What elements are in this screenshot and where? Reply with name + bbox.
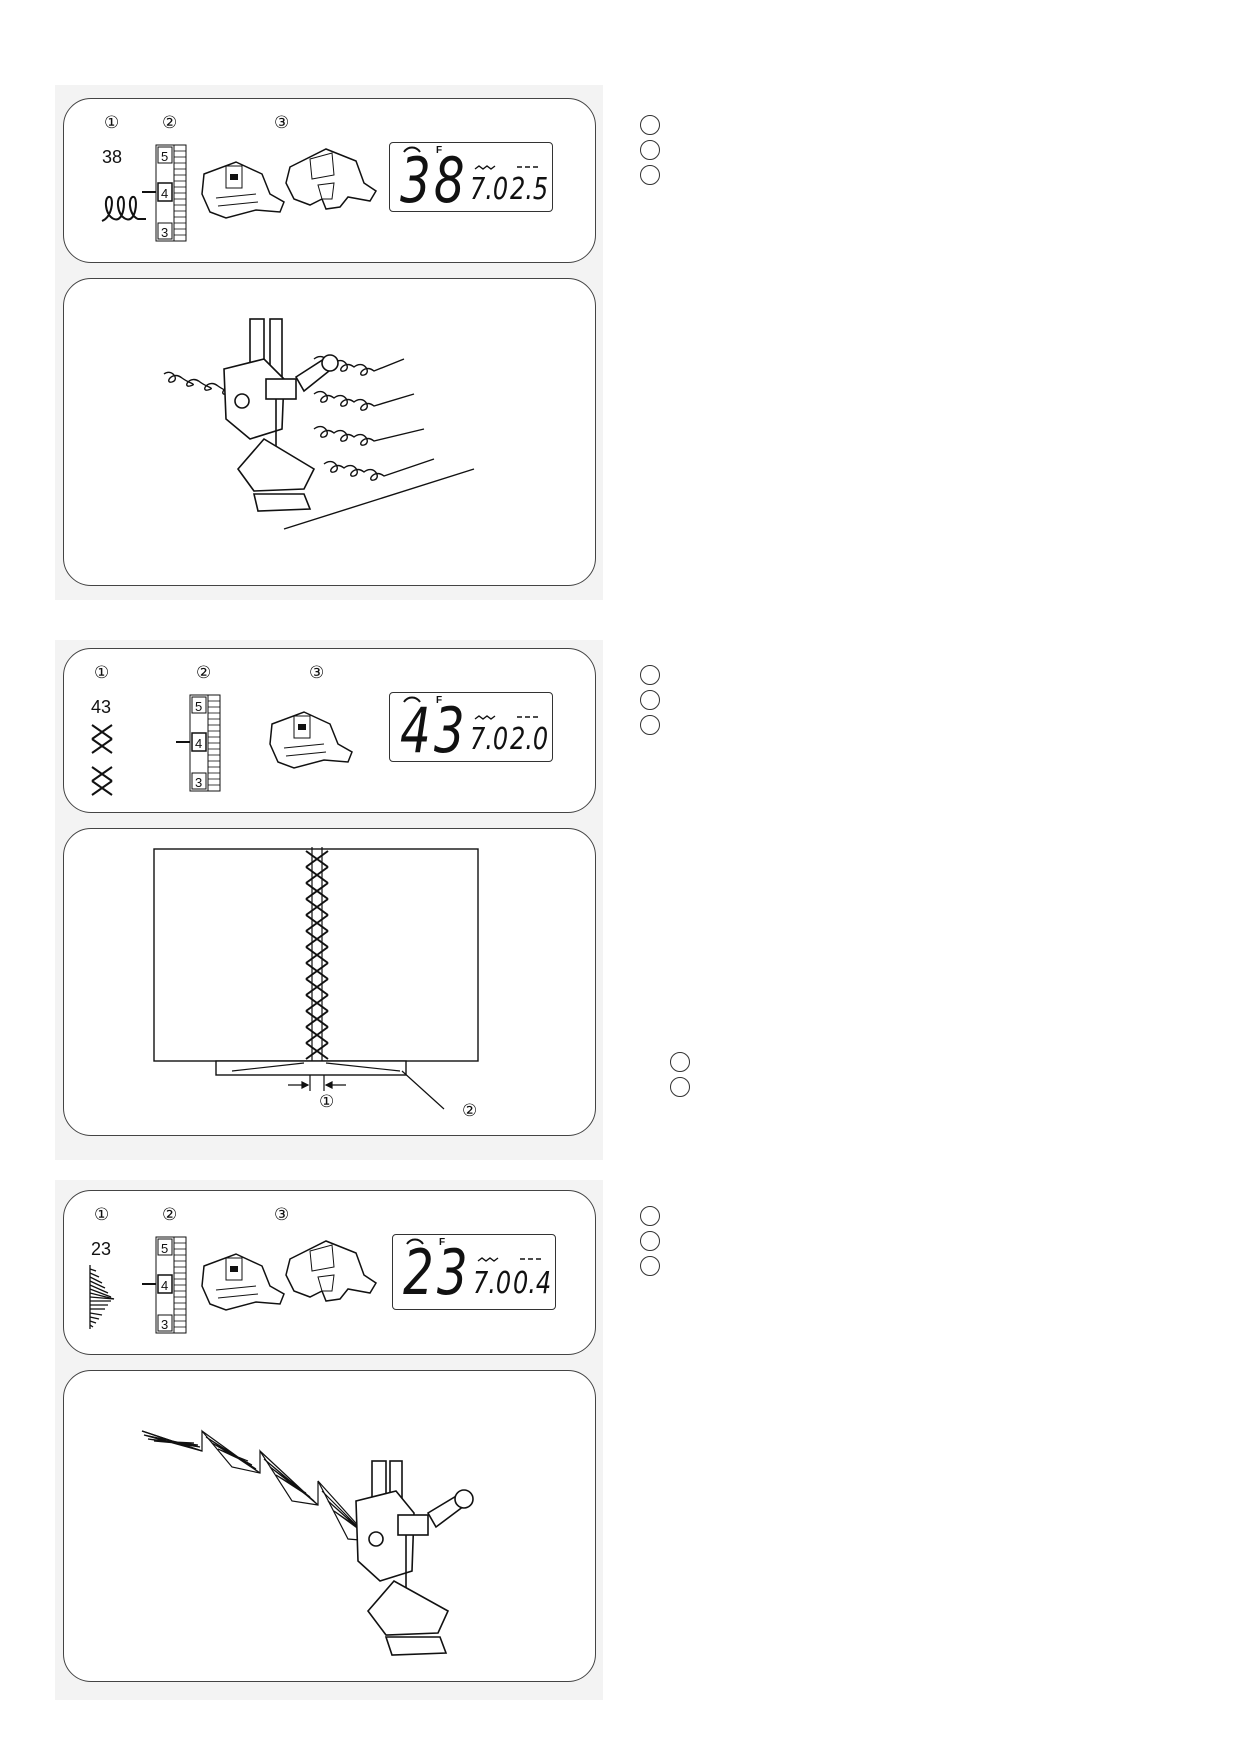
loop-stitch-icon bbox=[101, 196, 146, 222]
dial-label-4: 4 bbox=[161, 1278, 169, 1293]
settings-panel-1: ① ② ③ 38 5 4 3 F 38 bbox=[63, 98, 596, 263]
width-icon bbox=[474, 715, 496, 720]
lcd-stitch-length: 0.4 bbox=[513, 1266, 552, 1301]
lcd-needle-icon bbox=[403, 696, 421, 703]
width-icon bbox=[477, 1257, 499, 1262]
lcd-display: F 23 7.0 0.4 bbox=[392, 1234, 556, 1310]
dial-label-5: 5 bbox=[161, 1241, 169, 1256]
figure-callout-2: ② bbox=[462, 1101, 478, 1121]
figure-callout-1: ① bbox=[319, 1092, 335, 1112]
callout-2: ② bbox=[162, 1205, 178, 1225]
lcd-stitch-length: 2.5 bbox=[510, 172, 549, 207]
illustration-panel-2: ① ② bbox=[63, 828, 596, 1136]
callout-1: ① bbox=[94, 1205, 110, 1225]
settings-panel-3: ① ② ③ 23 5 4 3 bbox=[63, 1190, 596, 1355]
cross-stitch-icon bbox=[91, 724, 113, 796]
list-marker bbox=[640, 665, 660, 685]
dial-label-3: 3 bbox=[161, 225, 169, 240]
presser-foot-icon bbox=[201, 1253, 285, 1311]
list-marker bbox=[640, 1231, 660, 1251]
width-icon bbox=[474, 165, 496, 170]
list-marker bbox=[640, 165, 660, 185]
lcd-mode-indicator: F bbox=[436, 695, 443, 706]
callout-3: ③ bbox=[309, 663, 325, 683]
list-marker bbox=[640, 140, 660, 160]
dial-label-4: 4 bbox=[195, 736, 203, 751]
illustration-panel-3 bbox=[63, 1370, 596, 1682]
lcd-stitch-width: 7.0 bbox=[470, 172, 509, 207]
lcd-stitch-width: 7.0 bbox=[473, 1266, 512, 1301]
dial-label-5: 5 bbox=[161, 149, 169, 164]
dial-label-5: 5 bbox=[195, 699, 203, 714]
list-marker bbox=[640, 715, 660, 735]
list-marker bbox=[640, 1206, 660, 1226]
pattern-number: 38 bbox=[102, 147, 123, 167]
fagoting-seam-illustration bbox=[153, 847, 479, 1110]
settings-panel-2: ① ② ③ 43 5 4 3 F 43 7.0 bbox=[63, 648, 596, 813]
dial-label-3: 3 bbox=[161, 1317, 169, 1332]
lcd-display: F 43 7.0 2.0 bbox=[389, 692, 553, 762]
dial-label-3: 3 bbox=[195, 775, 203, 790]
lcd-needle-icon bbox=[406, 1238, 424, 1245]
lcd-pattern-number: 23 bbox=[403, 1236, 471, 1309]
lcd-needle-icon bbox=[403, 146, 421, 153]
pattern-number: 43 bbox=[91, 697, 112, 717]
open-toe-foot-icon bbox=[285, 148, 378, 210]
triangle-stitch-icon bbox=[89, 1265, 115, 1329]
shell-tuck-sewing-illustration bbox=[141, 1429, 474, 1656]
lcd-pattern-number: 38 bbox=[400, 144, 468, 217]
list-marker bbox=[640, 690, 660, 710]
tension-dial-icon bbox=[142, 1236, 187, 1334]
lcd-stitch-length: 2.0 bbox=[510, 722, 549, 757]
presser-foot-icon bbox=[201, 161, 285, 219]
callout-2: ② bbox=[196, 663, 212, 683]
lcd-mode-indicator: F bbox=[439, 1237, 446, 1248]
lcd-display: F 38 7.0 2.5 bbox=[389, 142, 553, 212]
callout-2: ② bbox=[162, 113, 178, 133]
callout-1: ① bbox=[104, 113, 120, 133]
list-marker bbox=[640, 115, 660, 135]
callout-3: ③ bbox=[274, 113, 290, 133]
callout-3: ③ bbox=[274, 1205, 290, 1225]
loop-stitch-sewing-illustration bbox=[163, 318, 475, 530]
lcd-stitch-width: 7.0 bbox=[470, 722, 509, 757]
tension-dial-icon bbox=[176, 694, 221, 792]
tension-dial-icon bbox=[142, 144, 187, 242]
presser-foot-icon bbox=[269, 711, 353, 769]
dial-label-4: 4 bbox=[161, 186, 169, 201]
list-marker bbox=[640, 1256, 660, 1276]
pattern-number: 23 bbox=[91, 1239, 112, 1259]
illustration-panel-1 bbox=[63, 278, 596, 586]
lcd-mode-indicator: F bbox=[436, 145, 443, 156]
length-icon bbox=[517, 716, 538, 718]
list-marker bbox=[670, 1077, 690, 1097]
length-icon bbox=[520, 1258, 541, 1260]
open-toe-foot-icon bbox=[285, 1240, 378, 1302]
callout-1: ① bbox=[94, 663, 110, 683]
lcd-pattern-number: 43 bbox=[400, 694, 468, 767]
list-marker bbox=[670, 1052, 690, 1072]
length-icon bbox=[517, 166, 538, 168]
